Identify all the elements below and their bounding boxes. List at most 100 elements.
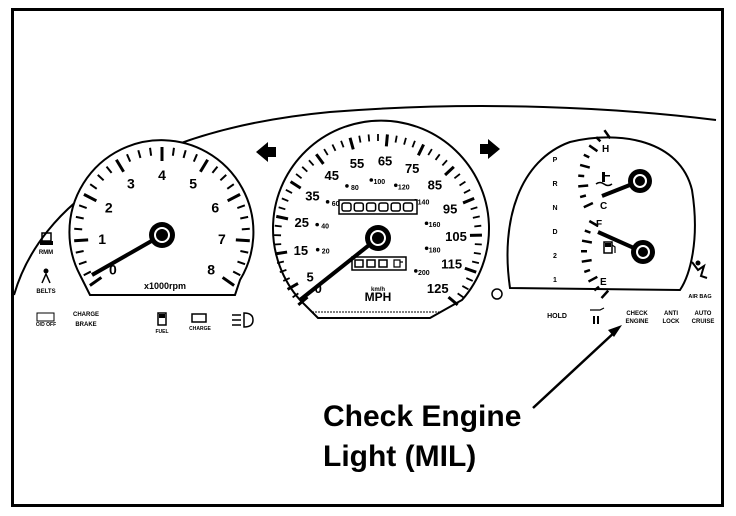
trip-digit [354, 259, 364, 268]
tachometer-tick [115, 158, 125, 173]
odometer-digit [402, 202, 414, 212]
speedometer-tick [416, 143, 425, 156]
fuel-gauge-tick [583, 268, 591, 274]
speedometer-tick [274, 250, 288, 256]
speedometer-tick [434, 153, 441, 161]
tachometer-label: 5 [189, 176, 197, 192]
tachometer-tick [89, 183, 98, 190]
tachometer-tick [126, 153, 132, 162]
trip-digit [366, 259, 376, 268]
speedometer-tick [323, 148, 329, 156]
speedometer-mph-label: 25 [294, 215, 308, 230]
tachometer-tick [83, 270, 92, 277]
fuel-gauge-tick [584, 229, 591, 234]
speedometer-tick [464, 266, 477, 274]
speedometer-mph-label: 45 [324, 168, 338, 183]
speedometer-kmh-dot [424, 246, 429, 251]
speedometer-tick [441, 159, 448, 167]
tachometer-bezel [68, 139, 255, 296]
odometer-digit [378, 202, 389, 212]
tachometer-tick [75, 250, 84, 254]
temp-gauge-tick [579, 194, 587, 199]
anti-lock-lamp: ANTI LOCK [663, 311, 681, 325]
speedometer-tick [461, 285, 469, 291]
tachometer-tick [232, 270, 241, 277]
fuel-gauge-tick [588, 219, 599, 228]
speedometer-kmh-label: 160 [429, 222, 441, 229]
speedometer-tick [301, 166, 308, 173]
temp-gauge-tick [583, 153, 590, 159]
speedometer-mph-label: 5 [307, 270, 314, 285]
speedometer-kmh-dot [413, 269, 418, 273]
speedometer-tick [473, 251, 481, 255]
headlight-high-beam-icon [232, 312, 254, 328]
trip-reset-knob [491, 288, 503, 300]
coolant-temp-icon [595, 172, 613, 187]
tachometer-tick [236, 204, 246, 209]
gear-position-label: 2 [553, 253, 557, 260]
speedometer-kmh-label: 180 [429, 247, 441, 254]
svg-text:BRAKE: BRAKE [75, 322, 96, 328]
temp-gauge-hub-ring [633, 174, 647, 188]
speedometer-tick [292, 292, 299, 299]
speedometer-tick [286, 282, 299, 291]
temp-gauge-tick [595, 136, 602, 143]
speedometer-kmh-dot [424, 221, 429, 226]
odometer-digit [390, 202, 401, 212]
speedometer-tick [289, 180, 302, 190]
speedometer-mph-label: 115 [441, 257, 462, 272]
speedometer-tick [463, 189, 471, 194]
fuel-lamp-icon: FUEL [155, 312, 169, 335]
speedometer-tick [331, 144, 337, 152]
speedometer-hub-ring [370, 230, 386, 246]
speedometer-tick [308, 159, 315, 167]
speedometer-tick [281, 197, 289, 202]
tachometer-tick [171, 147, 175, 156]
speedometer-mph-label: 55 [350, 156, 364, 171]
trip-digit [378, 259, 388, 268]
speedometer-mph-label: 65 [378, 153, 392, 168]
tachometer-tick [137, 149, 142, 159]
fuel-gauge-tick [581, 239, 593, 244]
tachometer-tick [78, 204, 88, 209]
tachometer-tick [74, 238, 89, 243]
svg-text:AIR BAG: AIR BAG [688, 294, 711, 300]
speedometer-tick [275, 214, 289, 221]
temp-gauge-hub [628, 169, 652, 193]
brake-lamp-icon: CHARGE BRAKE [73, 312, 99, 328]
gear-position-label: P [553, 157, 558, 164]
callout-caption: Check Engine Light (MIL) [323, 397, 623, 477]
speedometer-tick [340, 140, 345, 148]
speedometer-tick [462, 196, 475, 205]
tachometer-label: 4 [158, 167, 166, 183]
speedometer-tick [348, 137, 355, 150]
fuel-pump-icon [603, 241, 616, 254]
speedometer-tick [358, 135, 362, 143]
gear-position-label: 1 [553, 277, 557, 284]
speedometer-kmh-label: 20 [322, 249, 330, 256]
tachometer-label: 8 [207, 261, 215, 277]
oil-pressure-lamp-icon [590, 307, 605, 324]
speedometer-kmh-dot [315, 222, 319, 227]
tachometer-tick [89, 276, 103, 287]
speedometer-tick [285, 189, 293, 194]
tachometer-label: 3 [127, 176, 135, 192]
speedometer-needle [298, 236, 380, 302]
tachometer-tick [83, 193, 98, 203]
tachometer-tick [211, 166, 219, 174]
temp-gauge-low-label: C [600, 201, 607, 212]
speedometer-mph-label: 85 [428, 178, 442, 193]
speedometer-kmh-label: 140 [418, 200, 430, 207]
tachometer-hub [149, 222, 175, 248]
svg-text:ENGINE: ENGINE [625, 319, 648, 325]
tachometer-label: 1 [98, 231, 106, 247]
speedometer-tick [278, 206, 286, 211]
speedometer-tick [274, 224, 282, 228]
speedometer-tick [457, 292, 464, 299]
tachometer-tick [149, 147, 153, 156]
speedometer-tick [411, 140, 416, 148]
speedometer-tick [384, 134, 389, 147]
speedometer-bezel [272, 119, 490, 319]
speedometer-kmh-dot [345, 184, 349, 188]
